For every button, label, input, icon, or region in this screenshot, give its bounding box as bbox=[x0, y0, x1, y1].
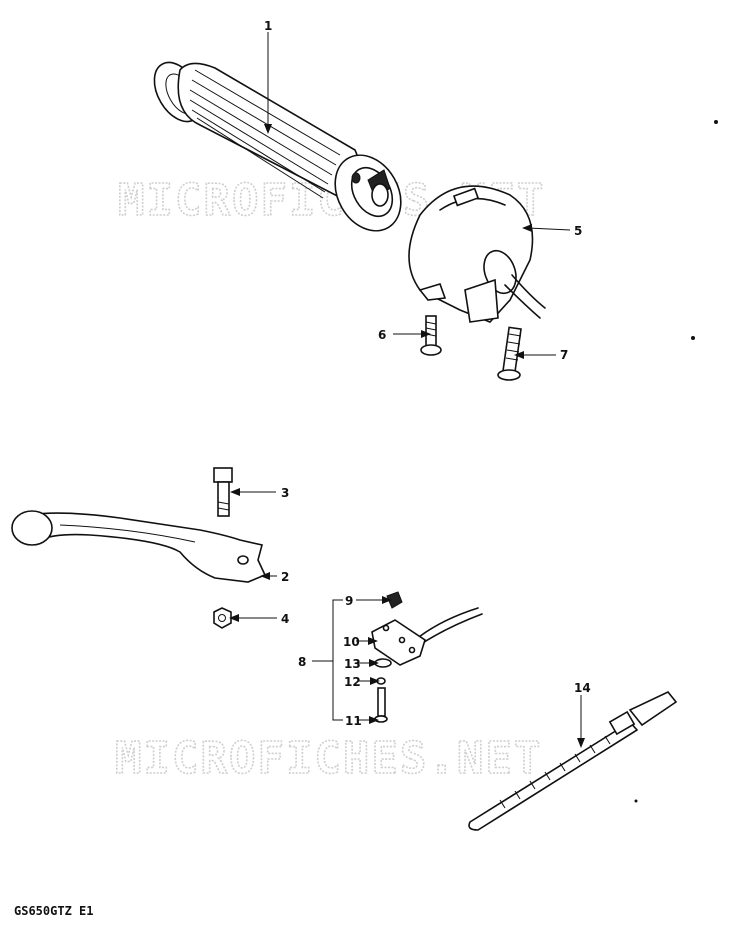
callout-10: 10 bbox=[343, 635, 360, 649]
cable-tie bbox=[468, 691, 678, 831]
pivot-bolt bbox=[213, 467, 233, 517]
callout-14: 14 bbox=[574, 681, 591, 695]
model-code-label: GS650GTZ E1 bbox=[14, 904, 94, 918]
scan-specks bbox=[634, 120, 718, 803]
callout-5: 5 bbox=[574, 224, 582, 238]
callout-12: 12 bbox=[344, 675, 361, 689]
callout-1: 1 bbox=[264, 19, 272, 33]
callout-3: 3 bbox=[281, 486, 289, 500]
callout-9: 9 bbox=[345, 594, 353, 608]
watermark-bottom: MICROFICHES.NET bbox=[115, 733, 542, 784]
callout-7: 7 bbox=[560, 348, 568, 362]
front-brake-lever bbox=[11, 510, 267, 583]
callout-11: 11 bbox=[345, 714, 362, 728]
lever-nut bbox=[213, 607, 232, 629]
throttle-grip bbox=[153, 61, 402, 232]
screw-7 bbox=[497, 326, 522, 381]
callout-6: 6 bbox=[378, 328, 386, 342]
leader-arrows bbox=[229, 124, 585, 748]
callout-8: 8 bbox=[298, 655, 306, 669]
callout-4: 4 bbox=[281, 612, 289, 626]
throttle-housing bbox=[408, 185, 546, 323]
callout-13: 13 bbox=[344, 657, 361, 671]
brake-switch-assembly bbox=[371, 591, 483, 723]
callout-2: 2 bbox=[281, 570, 289, 584]
